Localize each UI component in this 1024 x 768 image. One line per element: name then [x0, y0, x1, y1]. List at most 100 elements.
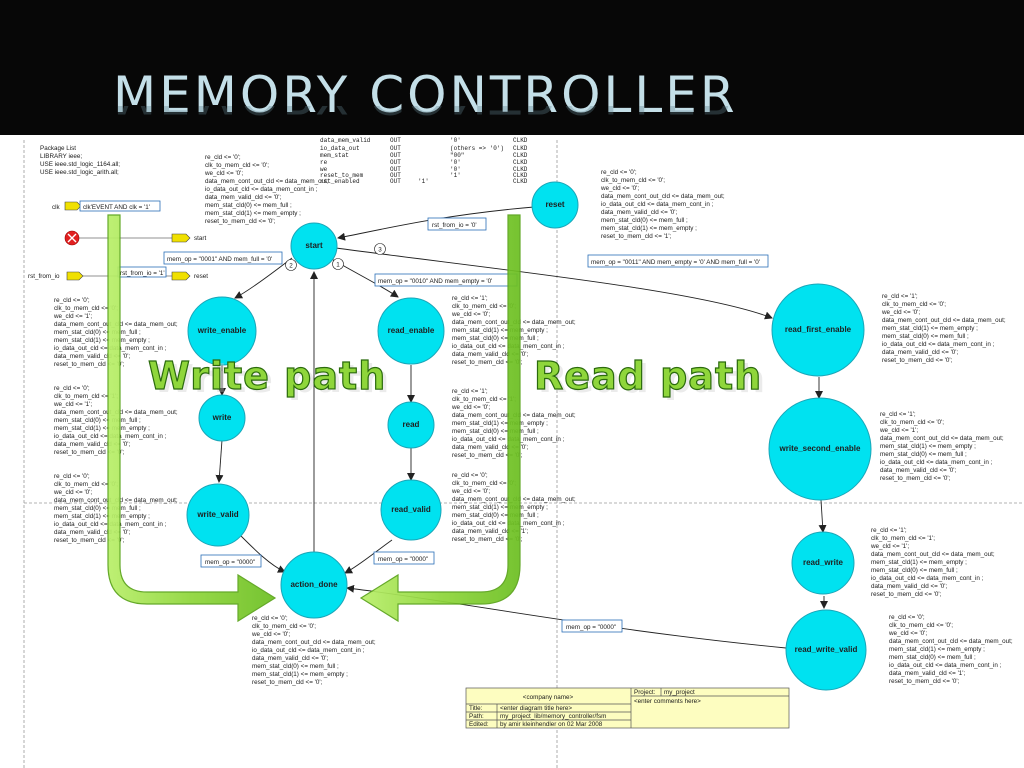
title-value: <enter diagram title here>	[500, 705, 572, 712]
svg-text:we_cld <= '1';: we_cld <= '1';	[53, 401, 92, 408]
svg-text:reset: reset	[545, 200, 564, 209]
svg-text:reset_to_mem_cld <= '0';: reset_to_mem_cld <= '0';	[452, 359, 523, 366]
port-label: clk	[52, 204, 61, 211]
state-write-valid: write_valid	[186, 483, 250, 547]
state-read-write: read_write	[791, 531, 855, 595]
svg-text:mem_stat_cld(1) <= mem_empty ;: mem_stat_cld(1) <= mem_empty ;	[880, 443, 976, 450]
svg-text:write_enable: write_enable	[197, 326, 247, 335]
rst-condition: rst_from_io = '1'	[120, 270, 165, 277]
svg-text:mem_stat_cld(1) <= mem_empty ;: mem_stat_cld(1) <= mem_empty ;	[452, 420, 548, 427]
svg-text:data_mem_valid_cld <= '0';: data_mem_valid_cld <= '0';	[880, 467, 957, 474]
svg-text:re_cld <= '0';: re_cld <= '0';	[54, 473, 90, 480]
signal-name: mem_stat	[320, 152, 349, 159]
svg-text:data_mem_valid_cld <= '0';: data_mem_valid_cld <= '0';	[882, 349, 959, 356]
svg-text:re_cld <= '0';: re_cld <= '0';	[54, 385, 90, 392]
svg-text:re_cld <= '0';: re_cld <= '0';	[252, 615, 288, 622]
signal-default: '0'	[450, 166, 461, 173]
read-path-shadow: Read path	[538, 357, 766, 401]
svg-text:we_cld <= '0';: we_cld <= '0';	[451, 488, 490, 495]
svg-text:re_cld <= '1';: re_cld <= '1';	[452, 388, 488, 395]
title-block: <company name> Project: my_project <ente…	[465, 687, 790, 729]
port-arrow-icon	[64, 201, 82, 211]
state-action-done: action_done	[280, 551, 348, 619]
signal-name: re	[320, 159, 328, 166]
svg-text:re_cld <= '1';: re_cld <= '1';	[882, 293, 918, 300]
signal-name: reset_to_mem	[320, 172, 364, 179]
svg-text:data_mem_valid_cld <= '0';: data_mem_valid_cld <= '0';	[871, 583, 948, 590]
signal-table: data_mem_valid OUT '0' CLKD io_data_out …	[320, 137, 528, 185]
svg-text:clk_to_mem_cld <= '1';: clk_to_mem_cld <= '1';	[871, 535, 935, 542]
svg-text:reset_to_mem_cld <= '0';: reset_to_mem_cld <= '0';	[871, 591, 942, 598]
signal-mode: OUT	[390, 152, 401, 159]
svg-text:we_cld <= '0';: we_cld <= '0';	[53, 489, 92, 496]
svg-text:re_cld <= '0';: re_cld <= '0';	[889, 614, 925, 621]
svg-text:reset_to_mem_cld <= '0';: reset_to_mem_cld <= '0';	[205, 218, 276, 225]
svg-text:re_cld <= '0';: re_cld <= '0';	[601, 169, 637, 176]
package-list: Package List LIBRARY ieee; USE ieee.std_…	[40, 145, 120, 176]
svg-text:io_data_out_cld <= data_mem_co: io_data_out_cld <= data_mem_cont_in ;	[601, 201, 714, 208]
transition-write-valid-done	[239, 534, 286, 573]
svg-text:io_data_out_cld <= data_mem_co: io_data_out_cld <= data_mem_cont_in ;	[252, 647, 365, 654]
svg-text:data_mem_cont_out_cld <= data_: data_mem_cont_out_cld <= data_mem_out;	[252, 639, 376, 646]
svg-text:reset_to_mem_cld <= '0';: reset_to_mem_cld <= '0';	[882, 357, 953, 364]
state-read: read	[387, 401, 435, 449]
signal-name: io_data_out	[320, 145, 360, 152]
port-start: start	[64, 230, 206, 246]
path-value: my_project_lib/memory_controller/fsm	[500, 713, 606, 720]
write-path-shadow: Write path	[152, 357, 390, 401]
signal-clock: CLKD	[513, 159, 528, 166]
svg-text:clk_to_mem_cld <= '0';: clk_to_mem_cld <= '0';	[54, 305, 118, 312]
signal-clock: CLKD	[513, 137, 528, 144]
signal-clock: CLKD	[513, 172, 528, 179]
svg-text:clk_to_mem_cld <= '0';: clk_to_mem_cld <= '0';	[882, 301, 946, 308]
svg-text:data_mem_cont_out_cld <= data_: data_mem_cont_out_cld <= data_mem_out;	[882, 317, 1006, 324]
condition-read-write: mem_op = "0011" AND mem_empty = '0' AND …	[591, 259, 760, 266]
state-write: write	[198, 394, 246, 442]
svg-text:data_mem_cont_out_cld <= data_: data_mem_cont_out_cld <= data_mem_out;	[205, 178, 329, 185]
signal-default: '0'	[450, 159, 461, 166]
svg-text:clk_to_mem_cld <= '0';: clk_to_mem_cld <= '0';	[252, 623, 316, 630]
package-line: USE ieee.std_logic_arith.all;	[40, 169, 119, 176]
project-label: Project:	[634, 689, 656, 696]
svg-text:mem_stat_cld(0) <= mem_full ;: mem_stat_cld(0) <= mem_full ;	[452, 512, 539, 519]
svg-text:mem_stat_cld(0) <= mem_full ;: mem_stat_cld(0) <= mem_full ;	[54, 505, 141, 512]
signal-default: '0'	[450, 137, 461, 144]
svg-text:read_valid: read_valid	[391, 505, 431, 514]
title-label: Title:	[469, 705, 483, 712]
signal-name: we	[320, 166, 328, 173]
svg-text:clk_to_mem_cld <= '0';: clk_to_mem_cld <= '0';	[452, 303, 516, 310]
signal-name: rst_enabled	[320, 178, 360, 185]
signal-mode: OUT	[390, 137, 401, 144]
svg-text:reset_to_mem_cld <= '1';: reset_to_mem_cld <= '1';	[601, 233, 672, 240]
actions-read-first-enable: re_cld <= '1'; clk_to_mem_cld <= '0'; we…	[881, 293, 1006, 364]
svg-text:data_mem_valid_cld <= '0';: data_mem_valid_cld <= '0';	[54, 529, 131, 536]
clk-condition: clk'EVENT AND clk = '1'	[83, 204, 150, 211]
state-write-enable: write_enable	[187, 296, 257, 366]
svg-text:mem_stat_cld(0) <= mem_full ;: mem_stat_cld(0) <= mem_full ;	[882, 333, 969, 340]
svg-text:mem_stat_cld(1) <= mem_empty ;: mem_stat_cld(1) <= mem_empty ;	[452, 504, 548, 511]
svg-text:data_mem_cont_out_cld <= data_: data_mem_cont_out_cld <= data_mem_out;	[880, 435, 1004, 442]
svg-text:mem_stat_cld(0) <= mem_full ;: mem_stat_cld(0) <= mem_full ;	[601, 217, 688, 224]
transition-reset-start	[337, 206, 535, 241]
port-label: start	[194, 235, 206, 242]
svg-text:io_data_out_cld <= data_mem_co: io_data_out_cld <= data_mem_cont_in ;	[871, 575, 984, 582]
signal-clock: CLKD	[513, 152, 528, 159]
comments: <enter comments here>	[634, 698, 701, 705]
slide-header	[0, 0, 1024, 135]
svg-text:mem_stat_cld(1) <= mem_empty ;: mem_stat_cld(1) <= mem_empty ;	[601, 225, 697, 232]
path-label: Path:	[469, 713, 484, 720]
actions-write-second-enable: re_cld <= '1'; clk_to_mem_cld <= '0'; we…	[879, 411, 1004, 482]
port-arrow-icon	[171, 233, 191, 243]
write-path-label: Write path	[148, 354, 386, 398]
condition-write: mem_op = "0001" AND mem_full = '0'	[167, 256, 272, 263]
svg-text:mem_stat_cld(1) <= mem_empty ;: mem_stat_cld(1) <= mem_empty ;	[54, 513, 150, 520]
svg-text:re_cld <= '0';: re_cld <= '0';	[205, 154, 241, 161]
svg-text:mem_stat_cld(0) <= mem_full ;: mem_stat_cld(0) <= mem_full ;	[252, 663, 339, 670]
signal-mode: OUT	[390, 166, 401, 173]
svg-text:reset_to_mem_cld <= '0';: reset_to_mem_cld <= '0';	[452, 536, 523, 543]
port-rst: rst_from_io rst_from_io = '1' reset	[28, 266, 208, 281]
svg-text:we_cld <= '0';: we_cld <= '0';	[451, 311, 490, 318]
svg-text:data_mem_cont_out_cld <= data_: data_mem_cont_out_cld <= data_mem_out;	[601, 193, 725, 200]
signal-clock: CLKD	[513, 166, 528, 173]
